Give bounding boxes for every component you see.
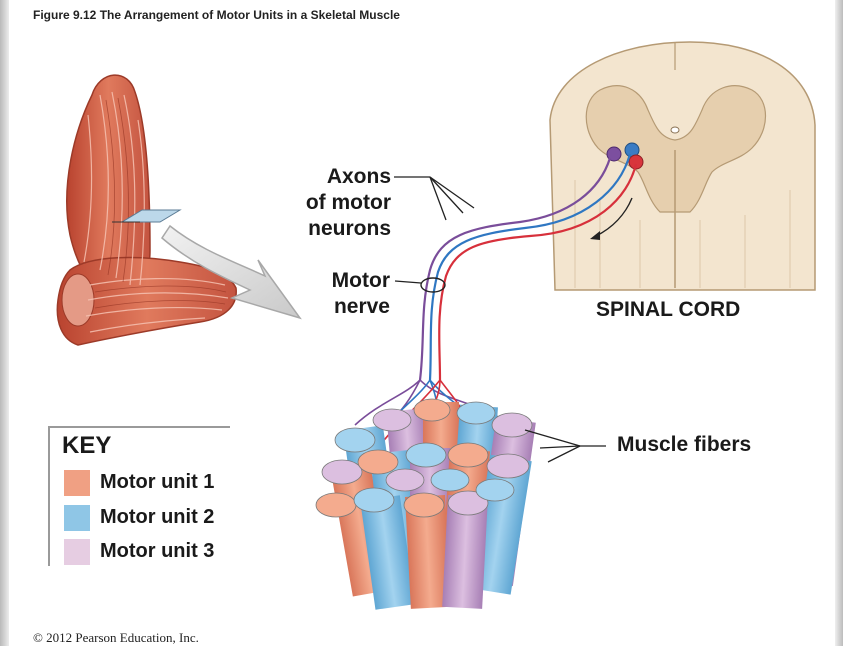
axons-label-line3: neurons	[306, 216, 391, 242]
key-swatch-motor-unit-1	[64, 470, 90, 496]
figure-caption: Figure 9.12 The Arrangement of Motor Uni…	[33, 8, 400, 22]
copyright-notice: © 2012 Pearson Education, Inc.	[33, 630, 199, 646]
motor-nerve-label: Motor nerve	[332, 268, 390, 320]
key-label-motor-unit-3: Motor unit 3	[100, 540, 214, 563]
muscle-fibers-label: Muscle fibers	[617, 433, 751, 457]
axons-label-line1: Axons	[306, 164, 391, 190]
key-legend: KEY Motor unit 1 Motor unit 2 Motor unit…	[48, 426, 230, 566]
key-label-motor-unit-1: Motor unit 1	[100, 471, 214, 494]
arm-illustration	[57, 75, 236, 345]
axons-label: Axons of motor neurons	[306, 164, 391, 242]
motor-nerve-label-line2: nerve	[332, 294, 390, 320]
axons-label-line2: of motor	[306, 190, 391, 216]
nerve-bundle-ring	[421, 278, 445, 292]
spinal-cord-label: SPINAL CORD	[596, 298, 740, 322]
muscle-fiber-bundle	[316, 399, 536, 610]
key-swatch-motor-unit-2	[64, 505, 90, 531]
key-label-motor-unit-2: Motor unit 2	[100, 506, 214, 529]
motor-nerve-label-line1: Motor	[332, 268, 390, 294]
key-swatch-motor-unit-3	[64, 539, 90, 565]
key-title: KEY	[62, 432, 111, 460]
spinal-cord-illustration	[550, 42, 815, 290]
